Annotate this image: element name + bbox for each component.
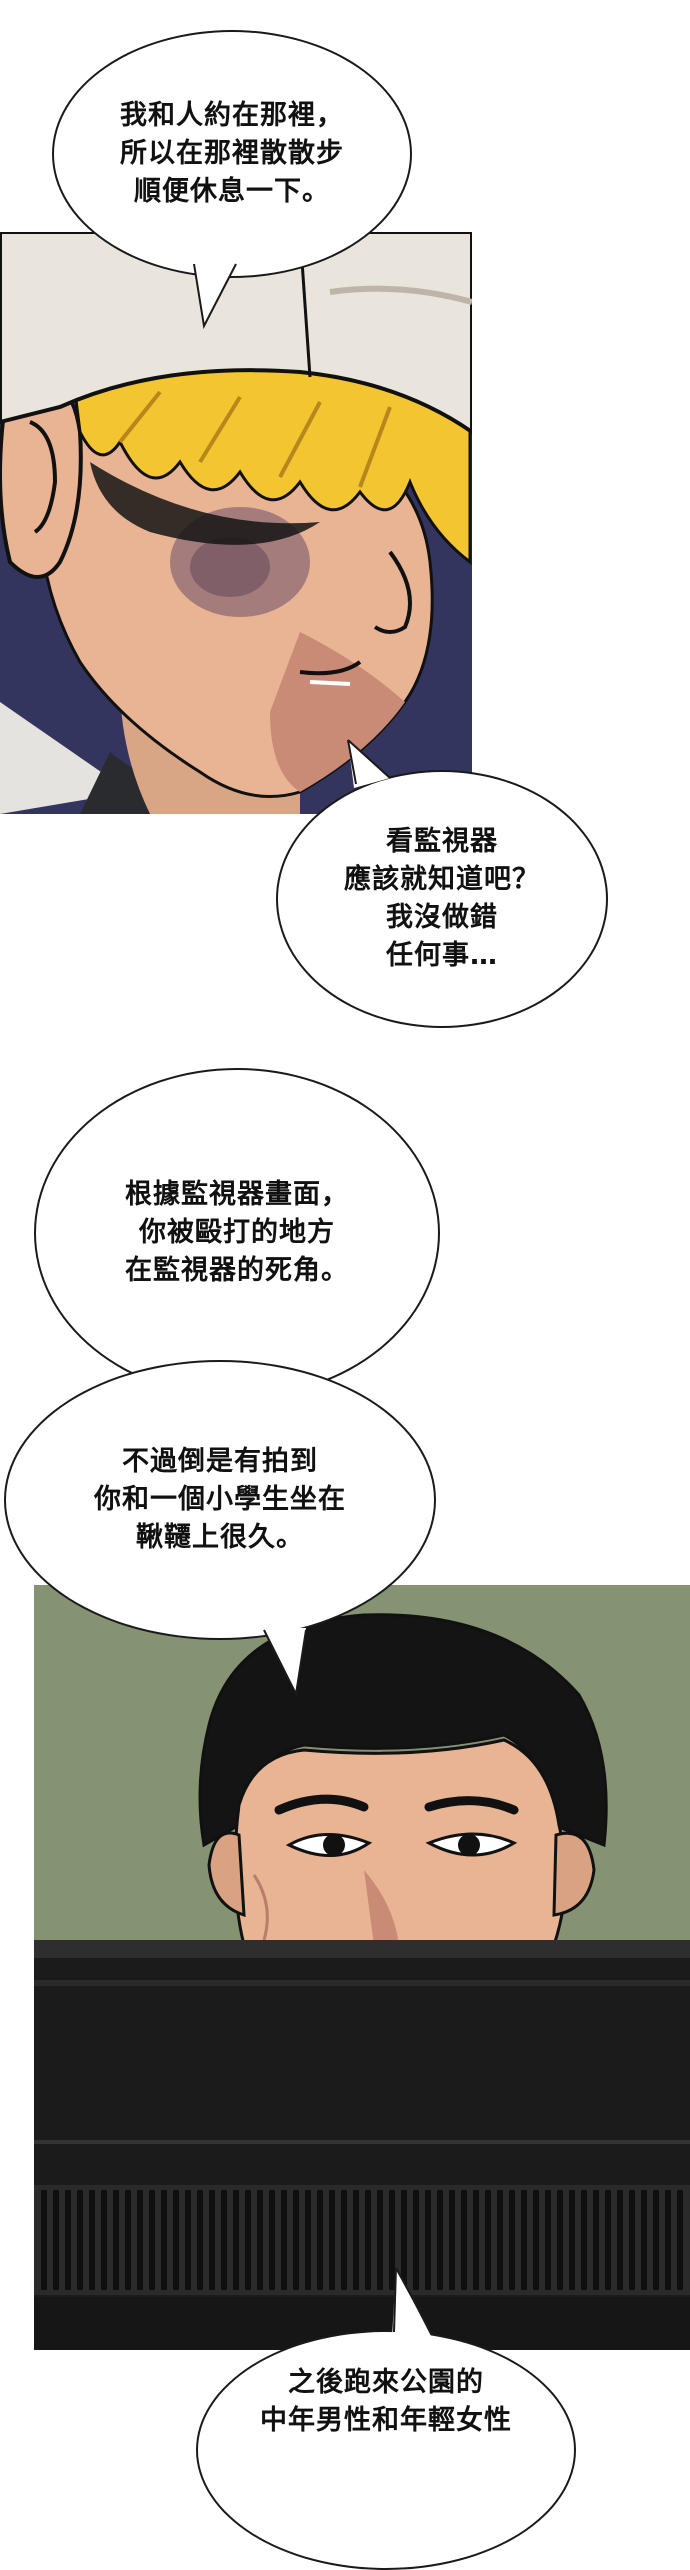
speech-line: 根據監視器畫面， [125, 1179, 349, 1210]
speech-bubble-5-text: 之後跑來公園的 中年男性和年輕女性 [260, 2364, 512, 2440]
speech-line: 不過倒是有拍到 [122, 1446, 318, 1477]
speech-bubble-2-text: 看監視器 應該就知道吧？ 我沒做錯 任何事… [344, 823, 540, 975]
speech-bubble-4-tail [262, 1628, 307, 1698]
speech-bubble-1-text: 我和人約在那裡， 所以在那裡散散步 順便休息一下。 [120, 97, 344, 211]
blond-man-illustration [0, 232, 472, 814]
speech-bubble-5: 之後跑來公園的 中年男性和年輕女性 [196, 2330, 576, 2570]
speech-line: 你被毆打的地方 [139, 1217, 335, 1248]
speech-bubble-1-tail [193, 262, 237, 330]
speech-bubble-3-text: 根據監視器畫面， 你被毆打的地方 在監視器的死角。 [125, 1176, 349, 1290]
speech-line: 任何事… [386, 940, 498, 971]
speech-bubble-4: 不過倒是有拍到 你和一個小學生坐在 鞦韆上很久。 [4, 1360, 436, 1640]
speech-line: 之後跑來公園的 [288, 2367, 484, 2398]
speech-line: 我沒做錯 [386, 902, 498, 933]
speech-line: 順便休息一下。 [134, 176, 330, 207]
speech-line: 看監視器 [386, 826, 498, 857]
speech-line: 所以在那裡散散步 [120, 138, 344, 169]
speech-line: 你和一個小學生坐在 [94, 1484, 346, 1515]
speech-line: 我和人約在那裡， [120, 100, 344, 131]
panel-dark-haired-man [34, 1585, 690, 2350]
speech-bubble-2-tail [347, 739, 391, 788]
speech-line: 鞦韆上很久。 [136, 1522, 304, 1553]
speech-line: 應該就知道吧？ [344, 864, 540, 895]
comic-page: 我和人約在那裡， 所以在那裡散散步 順便休息一下。 看監視器 應該就知道吧？ 我… [0, 30, 690, 2570]
speech-line: 在監視器的死角。 [125, 1255, 349, 1286]
speech-bubble-3: 根據監視器畫面， 你被毆打的地方 在監視器的死角。 [34, 1068, 440, 1398]
dark-haired-man-illustration [34, 1585, 690, 2350]
speech-bubble-2: 看監視器 應該就知道吧？ 我沒做錯 任何事… [276, 770, 608, 1028]
speech-line: 中年男性和年輕女性 [260, 2405, 512, 2436]
monitor-vent-grille [34, 2185, 690, 2295]
speech-bubble-1: 我和人約在那裡， 所以在那裡散散步 順便休息一下。 [52, 30, 412, 278]
speech-bubble-4-text: 不過倒是有拍到 你和一個小學生坐在 鞦韆上很久。 [94, 1443, 346, 1557]
panel-blond-man [0, 232, 472, 814]
speech-bubble-5-tail [392, 2267, 433, 2338]
